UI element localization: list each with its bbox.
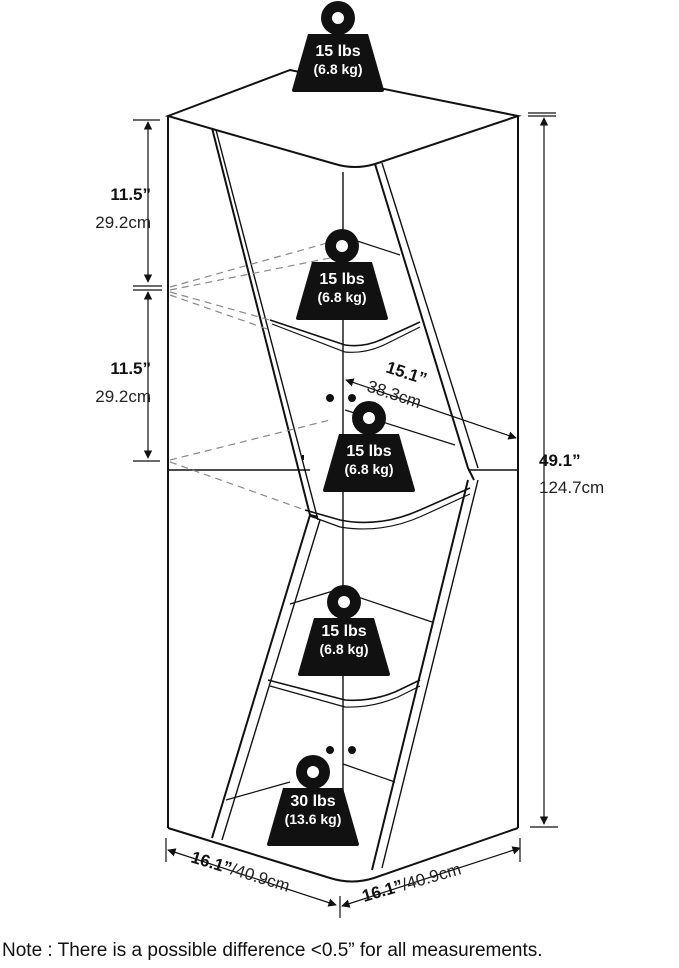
weight-icon [292,34,384,92]
weight-lbs: 30 lbs [290,793,335,810]
top-panel [164,68,522,168]
height-metric: 124.7cm [539,478,604,497]
dim-lower-gap: 11.5” 29.2cm [95,359,151,406]
measurement-note: Note : There is a possible difference <0… [2,940,543,961]
weight-lbs: 15 lbs [346,443,391,460]
width-right-label: 16.1”/40.9cm [360,859,463,905]
dim-upper-gap: 11.5” 29.2cm [95,185,151,232]
width-left-imperial: 16.1” [189,848,234,878]
weight-kg: (6.8 kg) [344,461,393,477]
cabinet-body [164,68,522,883]
weight-icon [323,434,415,492]
weight-kg: (6.8 kg) [317,289,366,305]
dim-width-left: 16.1”/40.9cm [189,848,292,896]
projection-lines [169,237,346,511]
lower-gap-metric: 29.2cm [95,387,151,406]
weight-badge-top: 15 lbs (6.8 kg) [292,1,384,92]
height-imperial: 49.1” [539,451,581,470]
weight-icon [267,788,359,846]
shelf-2 [304,487,471,524]
upper-gap-imperial: 11.5” [110,185,151,204]
weight-icon [298,618,390,676]
weight-badge-shelf-3: 15 lbs (6.8 kg) [298,585,390,676]
shelf-1 [269,319,421,347]
lower-gap-imperial: 11.5” [110,359,151,378]
weight-lbs: 15 lbs [321,623,366,640]
width-left-metric: /40.9cm [229,860,292,896]
shelf-3 [267,679,421,702]
weight-badge-shelf-1: 15 lbs (6.8 kg) [296,229,388,320]
weight-kg: (6.8 kg) [313,61,362,77]
weight-lbs: 15 lbs [315,43,360,60]
width-left-label: 16.1”/40.9cm [189,848,292,896]
weight-kg: (6.8 kg) [319,641,368,657]
weight-badge-shelf-2: 15 lbs (6.8 kg) [323,401,415,492]
dim-width-right: 16.1”/40.9cm [360,859,463,905]
weight-badge-bottom: 30 lbs (13.6 kg) [267,755,359,846]
weight-icon [296,262,388,320]
dim-height: 49.1” 124.7cm [539,451,604,497]
weight-kg: (13.6 kg) [285,811,342,827]
upper-gap-metric: 29.2cm [95,213,151,232]
dimension-lines [133,112,558,918]
weight-lbs: 15 lbs [319,271,364,288]
